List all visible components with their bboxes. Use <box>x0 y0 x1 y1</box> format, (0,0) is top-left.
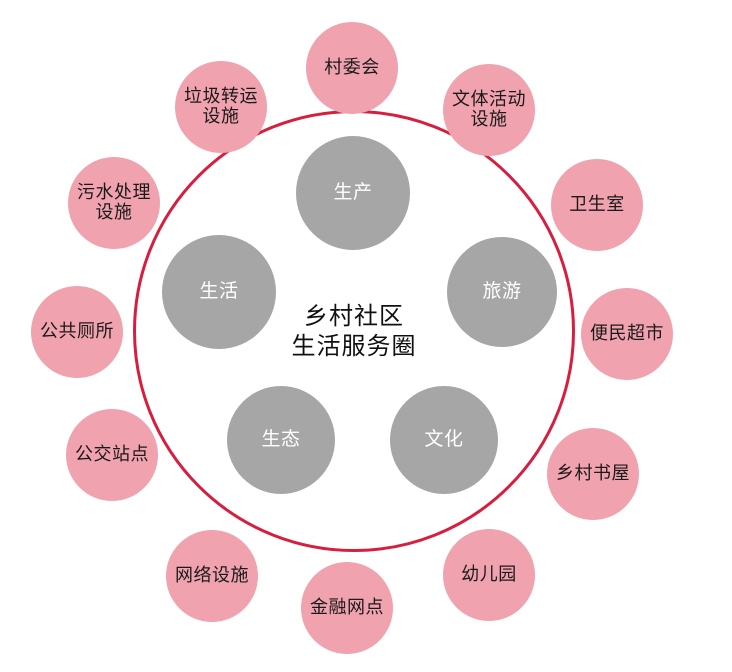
facility-node[interactable]: 公共厕所 <box>31 286 123 378</box>
facility-node-label: 卫生室 <box>569 193 625 215</box>
facility-node-label: 乡村书屋 <box>556 462 630 484</box>
facility-node[interactable]: 金融网点 <box>301 562 393 654</box>
facility-node-label: 网络设施 <box>175 564 249 586</box>
core-node[interactable]: 生活 <box>162 235 276 349</box>
facility-node[interactable]: 便民超市 <box>581 288 673 380</box>
facility-node[interactable]: 乡村书屋 <box>547 428 639 520</box>
facility-node-label: 垃圾转运设施 <box>184 85 258 127</box>
facility-node-label: 文体活动设施 <box>452 88 526 130</box>
facility-node-label: 金融网点 <box>310 596 384 618</box>
facility-node-label: 村委会 <box>324 56 380 78</box>
core-node[interactable]: 文化 <box>390 386 498 494</box>
facility-node[interactable]: 文体活动设施 <box>443 64 535 156</box>
core-node[interactable]: 旅游 <box>447 237 557 347</box>
facility-node[interactable]: 垃圾转运设施 <box>175 61 267 153</box>
facility-node-label: 公共厕所 <box>40 320 114 342</box>
facility-node[interactable]: 公交站点 <box>66 409 158 501</box>
facility-node-label: 污水处理设施 <box>77 181 151 223</box>
facility-node[interactable]: 网络设施 <box>166 530 258 622</box>
core-node-label: 生活 <box>199 280 239 303</box>
facility-node[interactable]: 村委会 <box>306 22 398 114</box>
facility-node-label: 幼儿园 <box>461 563 517 585</box>
center-title-line-2: 生活服务圈 <box>291 332 417 360</box>
facility-node-label: 公交站点 <box>75 443 149 465</box>
core-node-label: 生态 <box>261 428 301 451</box>
core-node-label: 旅游 <box>482 280 522 303</box>
core-node-label: 文化 <box>424 428 464 451</box>
facility-node[interactable]: 卫生室 <box>551 159 643 251</box>
core-node[interactable]: 生产 <box>296 136 410 250</box>
facility-node[interactable]: 污水处理设施 <box>68 157 160 249</box>
facility-node-label: 便民超市 <box>590 322 664 344</box>
core-node-label: 生产 <box>333 181 373 204</box>
facility-node[interactable]: 幼儿园 <box>443 529 535 621</box>
center-title-line-1: 乡村社区 <box>304 301 404 330</box>
core-node[interactable]: 生态 <box>227 386 335 494</box>
center-title: 乡村社区 生活服务圈 <box>244 281 464 381</box>
